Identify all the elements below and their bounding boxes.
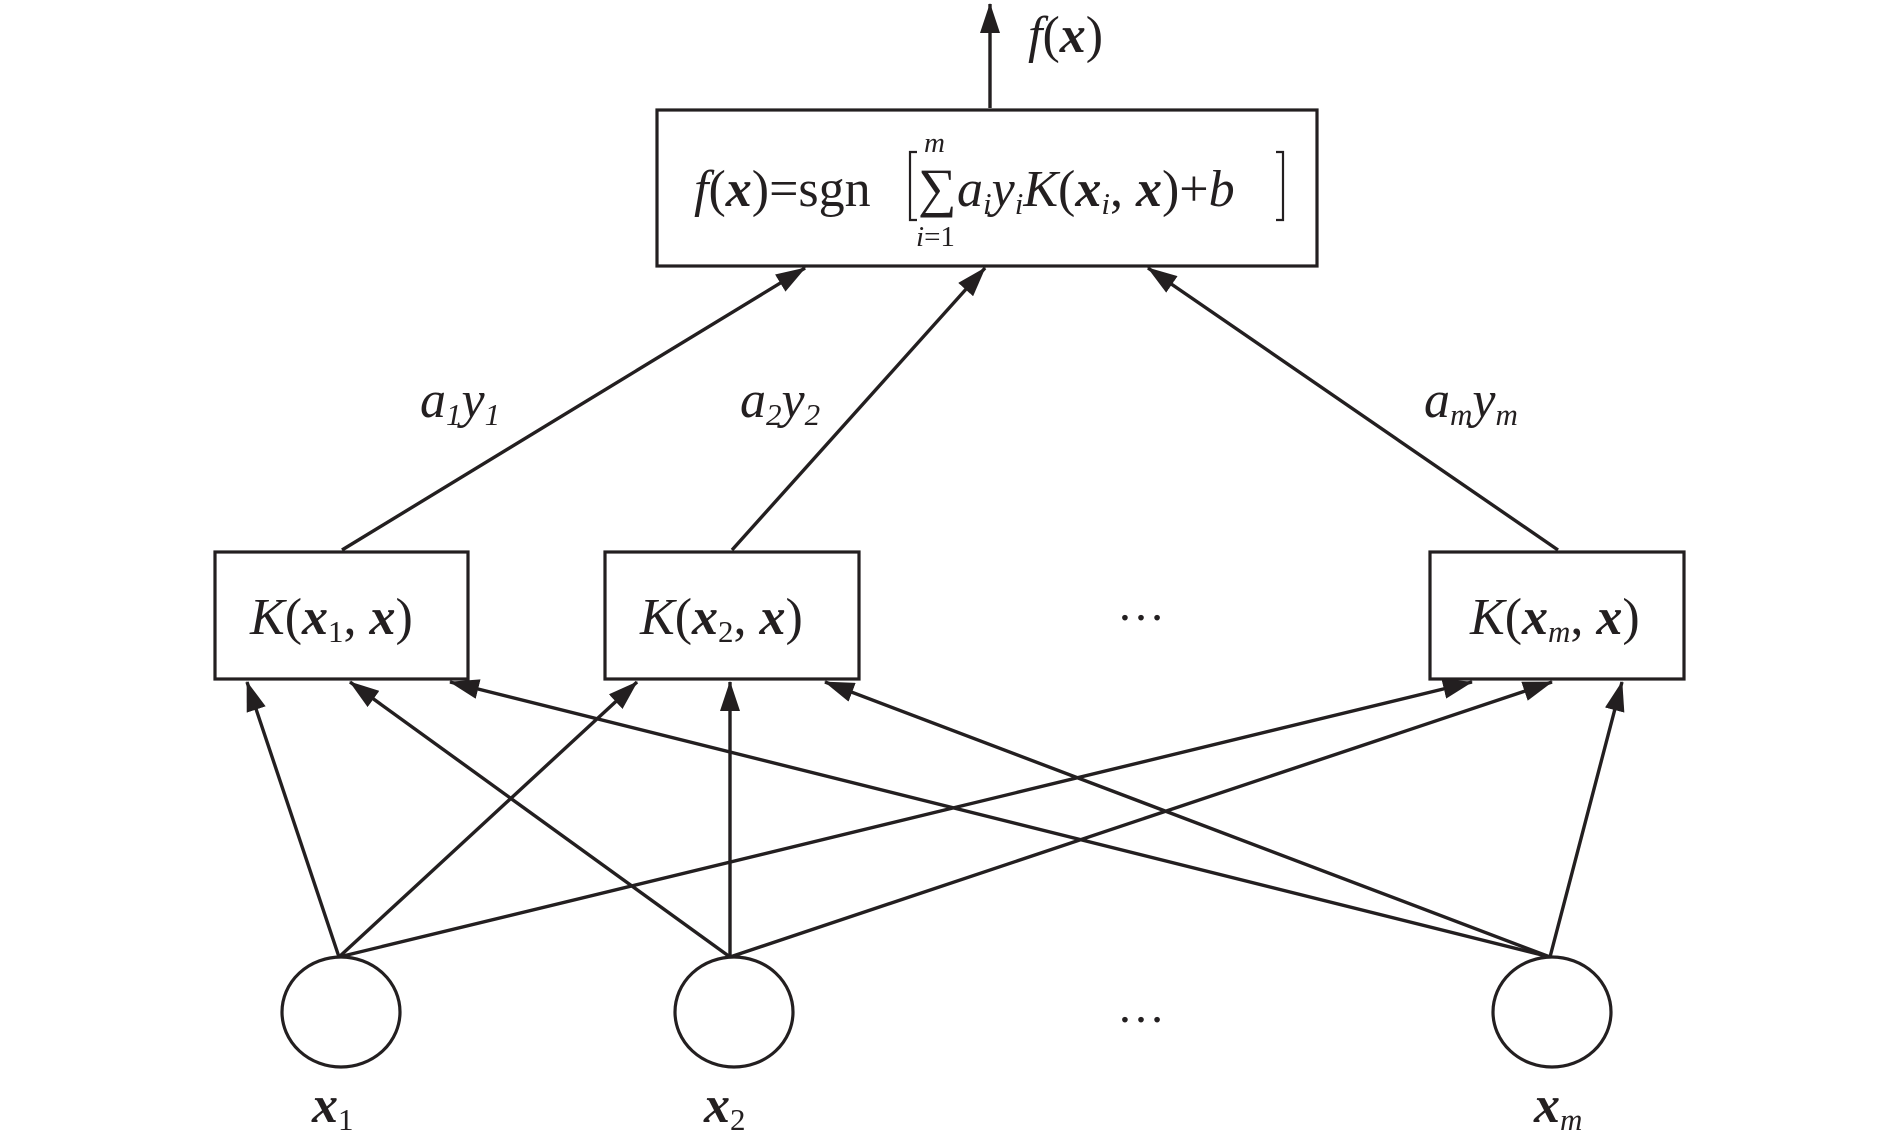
right-bracket [1276,150,1285,222]
sum-lower-limit: i=1 [916,221,955,253]
decision-function-formula: f(x)=sgn m ∑ i=1 aiyiK(xi, x)+b [694,127,1285,253]
kernel-node-m: K(xm, x) [1428,550,1686,681]
svg-text:f(x)=sgn: f(x)=sgn [694,161,871,218]
sum-upper-limit: m [924,127,945,159]
edge-x1-to-km [338,679,1473,959]
kernel-node-2: K(x2, x) [603,550,861,681]
input-label-2: x2 [703,1077,746,1137]
input-node-m [1491,955,1613,1069]
edge-x2-to-k1 [349,680,731,959]
hidden-layer-ellipsis: … [1117,578,1171,631]
input-node-2 [673,955,795,1069]
edge-xm-to-k1 [449,679,1551,959]
input-node-1 [280,955,402,1069]
output-label: f(x) [1028,7,1103,64]
edge-xm-to-k2 [824,680,1551,959]
input-label-m: xm [1533,1077,1582,1137]
left-bracket [908,150,917,222]
svg-text:K(xm, x): K(xm, x) [1469,589,1640,649]
edge-k1-to-output [341,266,806,552]
edge-x1-to-k2 [337,680,639,959]
svg-text:K(x2, x): K(x2, x) [639,589,803,649]
input-label-1: x1 [311,1077,354,1137]
edge-x2-to-km [729,680,1553,959]
svg-text:K(x1, x): K(x1, x) [249,589,413,649]
sum-symbol: ∑ [918,158,957,218]
edge-weight-m: amym [1424,372,1518,432]
edge-km-to-output [1147,266,1559,552]
edge-weight-1: a1y1 [420,372,500,432]
edge-k2-to-output [730,266,987,552]
kernel-node-1: K(x1, x) [213,550,470,681]
svg-text:aiyiK(xi, x)+b: aiyiK(xi, x)+b [957,161,1235,221]
edge-x1-to-k1 [245,681,341,958]
edge-weight-2: a2y2 [740,372,820,432]
decision-function-box [655,108,1319,268]
input-layer-ellipsis: … [1117,980,1171,1033]
edge-xm-to-km [1548,681,1625,958]
